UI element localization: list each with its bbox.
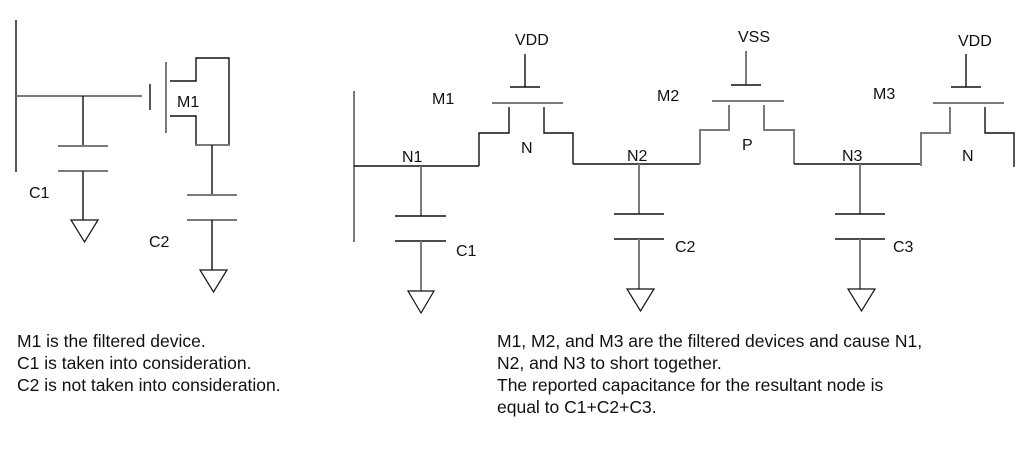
m1-gate-supply-label: VDD [515, 32, 549, 49]
left-transistor-m1: M1 [149, 57, 230, 146]
node-n2-label: N2 [627, 148, 648, 165]
node-n3-label: N3 [842, 148, 863, 165]
transistor-m3: VDD M3 N [873, 33, 1015, 167]
m1-type-label: N [521, 140, 533, 157]
m2-name-label: M2 [657, 88, 679, 105]
left-circuit: C1 M1 C2 [15, 20, 237, 294]
caption-line: M1, M2, and M3 are the filtered devices … [497, 331, 923, 351]
m1-label: M1 [177, 94, 199, 111]
right-caption: M1, M2, and M3 are the filtered devices … [497, 330, 922, 418]
capacitor-c3: C3 [835, 164, 914, 313]
c2-label: C2 [675, 239, 696, 256]
m2-type-label: P [742, 137, 753, 154]
right-circuit: N1 VDD M1 N N2 VSS M2 P N3 [353, 29, 1015, 315]
c2-label: C2 [149, 234, 170, 251]
drain-lead [543, 107, 574, 164]
drain-lead [763, 105, 795, 164]
m1-name-label: M1 [432, 91, 454, 108]
ground-icon [406, 290, 436, 315]
transistor-m2: VSS M2 P [657, 29, 795, 164]
ground-icon [625, 288, 656, 313]
caption-line: C2 is not taken into consideration. [17, 375, 281, 395]
caption-line: The reported capacitance for the resulta… [497, 375, 884, 395]
source-lead [478, 107, 510, 166]
source-lead [699, 105, 730, 164]
capacitor-c2: C2 [614, 164, 696, 313]
caption-line: M1 is the filtered device. [17, 331, 206, 351]
left-caption: M1 is the filtered device. C1 is taken i… [17, 330, 281, 396]
ground-icon [69, 219, 100, 244]
c3-label: C3 [893, 239, 914, 256]
drain-source-loop [170, 57, 230, 146]
m3-name-label: M3 [873, 86, 895, 103]
ground-icon [846, 288, 877, 313]
transistor-m1: VDD M1 N [432, 32, 574, 166]
m3-gate-supply-label: VDD [958, 33, 992, 50]
capacitor-c1: C1 [395, 166, 477, 315]
m3-type-label: N [962, 148, 974, 165]
c1-label: C1 [456, 243, 477, 260]
node-n1-label: N1 [402, 149, 423, 166]
ground-icon [198, 269, 229, 294]
c1-label: C1 [29, 185, 50, 202]
drain-lead [984, 107, 1015, 167]
caption-line: C1 is taken into consideration. [17, 353, 252, 373]
caption-line: N2, and N3 to short together. [497, 353, 722, 373]
source-lead [920, 107, 951, 166]
m2-gate-supply-label: VSS [738, 29, 770, 46]
caption-line: equal to C1+C2+C3. [497, 397, 657, 417]
